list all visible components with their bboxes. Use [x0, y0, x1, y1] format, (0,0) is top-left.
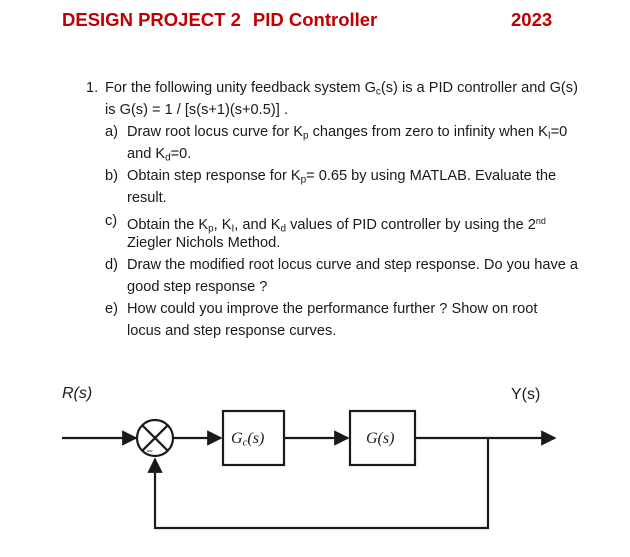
project-title: DESIGN PROJECT 2 PID Controller — [62, 9, 377, 31]
part-c-line-2: Ziegler Nichols Method. — [127, 235, 281, 251]
feedback-path — [147, 438, 490, 530]
controller-block — [221, 409, 286, 467]
project-label: DESIGN PROJECT 2 — [62, 9, 241, 30]
part-d-letter: d) — [105, 257, 118, 273]
part-c-line-1: Obtain the Kp, KI, and Kd values of PID … — [127, 216, 546, 235]
part-e-line-2: locus and step response curves. — [127, 323, 337, 339]
output-label: Y(s) — [511, 386, 541, 403]
summing-minus-sign: − — [146, 444, 154, 458]
part-a-line-2: and Kd=0. — [127, 146, 192, 164]
part-d-line-2: good step response ? — [127, 279, 268, 295]
project-year: 2023 — [511, 9, 553, 30]
part-d-line-1: Draw the modified root locus curve and s… — [127, 257, 579, 273]
part-a-letter: a) — [105, 124, 118, 140]
summing-cross-b — [141, 424, 169, 452]
question-number: 1. — [86, 80, 99, 96]
part-b-line-2: result. — [127, 190, 167, 206]
controller-block-label: Gc(s) — [231, 430, 265, 449]
project-topic: PID Controller — [252, 9, 378, 30]
question-intro-line-1: For the following unity feedback system … — [105, 80, 578, 98]
part-a-line-1: Draw root locus curve for Kp changes fro… — [127, 124, 568, 142]
part-e-letter: e) — [105, 301, 118, 317]
question-intro-line-2: is G(s) = 1 / [s(s+1)(s+0.5)] . — [105, 102, 288, 118]
plant-block-label: G(s) — [366, 430, 395, 447]
part-e-line-1: How could you improve the performance fu… — [127, 301, 538, 317]
part-b-letter: b) — [105, 168, 118, 184]
part-b-line-1: Obtain step response for Kp= 0.65 by usi… — [127, 168, 557, 186]
part-c-letter: c) — [105, 213, 118, 229]
input-label: R(s) — [62, 385, 93, 402]
summing-plus-sign: + — [126, 430, 134, 444]
plant-block — [348, 409, 417, 467]
